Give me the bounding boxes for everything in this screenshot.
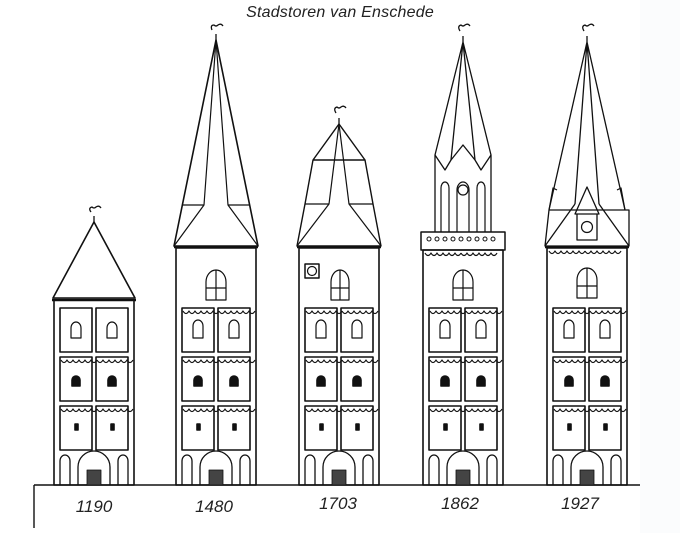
diagram-title: Stadstoren van Enschede [246,4,434,21]
year-label-1190: 1190 [75,497,113,516]
year-label-1703: 1703 [319,494,357,513]
year-label-1927: 1927 [561,494,599,513]
tower-1703-icon [296,105,382,486]
tower-1190-icon [52,205,136,486]
page-margin [640,0,680,533]
year-label-1480: 1480 [195,497,233,516]
tower-1927-icon [544,23,630,486]
year-label-1862: 1862 [441,494,479,513]
tower-1480-icon [173,23,259,486]
tower-1862-icon [420,23,506,486]
